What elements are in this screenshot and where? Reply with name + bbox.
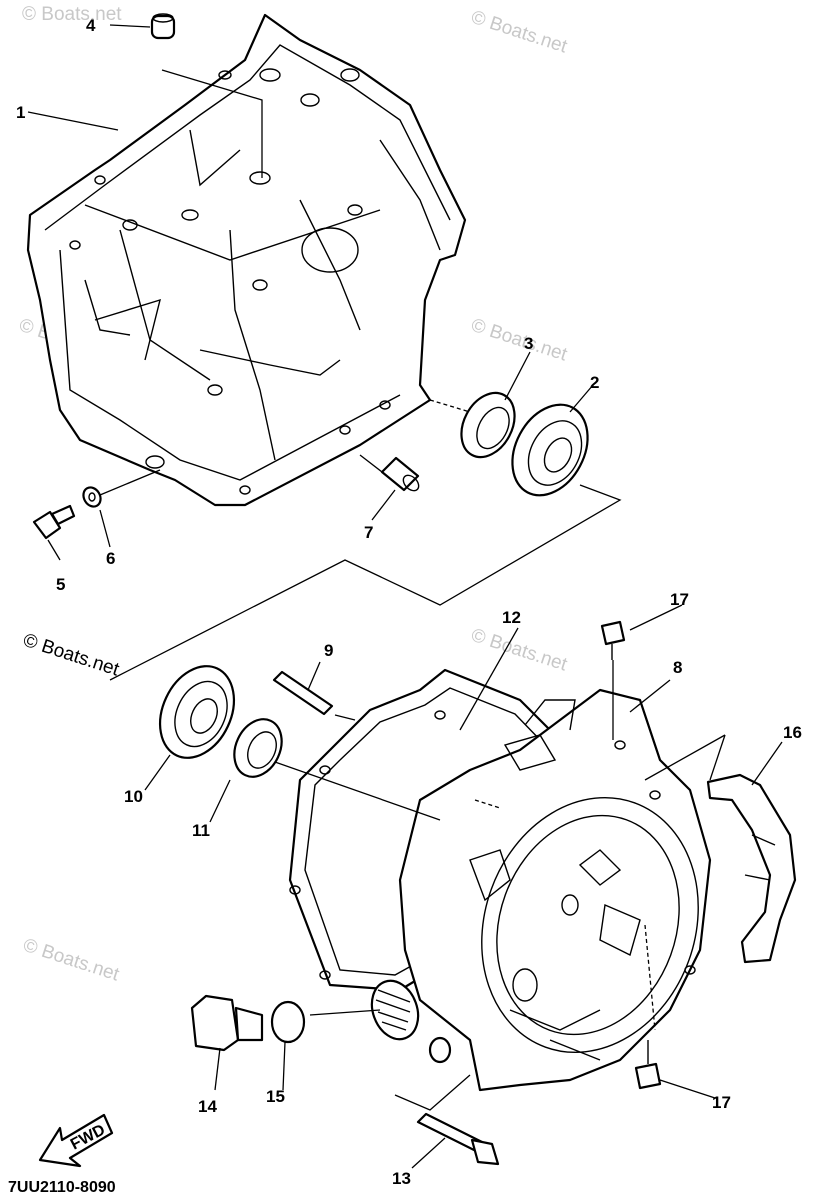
callout-5: 5	[56, 575, 65, 594]
callout-15: 15	[266, 1087, 285, 1106]
watermark: © Boats.net	[468, 625, 570, 676]
callout-2: 2	[590, 373, 599, 392]
callout-13: 13	[392, 1169, 411, 1188]
part-9-stud	[272, 670, 334, 716]
callout-7: 7	[364, 523, 373, 542]
part-2-bearing	[511, 403, 589, 497]
callout-17-top: 17	[670, 590, 689, 609]
watermark: © Boats.net	[22, 4, 122, 25]
watermark: © Boats.net	[20, 935, 122, 986]
watermark-main: © Boats.net	[20, 630, 122, 681]
part-10-bearing	[159, 665, 235, 759]
leader-lines-upper	[27, 24, 622, 681]
part-3-oil-seal	[460, 391, 516, 459]
callout-9: 9	[324, 641, 333, 660]
part-14-plug	[190, 994, 264, 1052]
callout-12: 12	[502, 608, 521, 627]
callout-16: 16	[783, 723, 802, 742]
callout-1: 1	[16, 103, 25, 122]
threaded-boss	[370, 979, 452, 1064]
callout-4: 4	[86, 16, 96, 35]
part-17-bolt-top	[600, 620, 626, 660]
callout-14: 14	[198, 1097, 217, 1116]
callout-3: 3	[524, 334, 533, 353]
callout-11: 11	[192, 821, 210, 840]
part-4-bushing	[150, 13, 176, 40]
part-13-bolt	[416, 1112, 500, 1166]
callouts: 1 2 3 4 5 6 7 8 9 10 11 12 13 14 15 16 1…	[16, 16, 802, 1188]
watermark: © Boats.net	[468, 315, 570, 366]
part-8-housing	[398, 688, 712, 1092]
leader-lines-lower	[144, 604, 783, 1169]
part-17-bolt-bottom	[634, 1040, 662, 1090]
part-7-dowel-pin	[380, 456, 420, 492]
callout-17-bottom: 17	[712, 1093, 731, 1112]
crankcase-upper	[26, 13, 467, 507]
watermark: © Boats.net	[468, 7, 570, 58]
diagram-code: 7UU2110-8090	[8, 1179, 116, 1196]
part-11-oil-seal	[233, 718, 283, 778]
part-6-washer	[82, 486, 102, 508]
callout-10: 10	[124, 787, 143, 806]
callout-6: 6	[106, 549, 115, 568]
part-16-bracket	[706, 773, 797, 964]
callout-8: 8	[673, 658, 682, 677]
fwd-arrow-icon: FWD	[38, 1113, 114, 1168]
part-5-bolt	[32, 504, 76, 540]
part-15-disk	[270, 1000, 306, 1044]
